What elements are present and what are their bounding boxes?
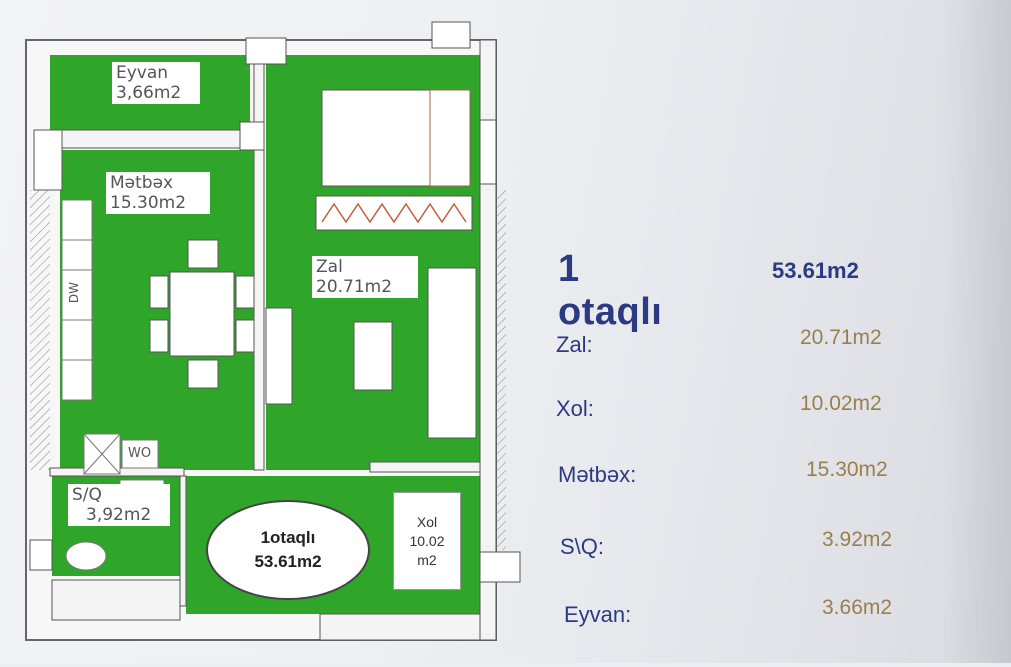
row-xol-value: 10.02m2 [800, 392, 882, 415]
chair-top [187, 239, 219, 269]
wall-right [479, 39, 497, 641]
metbex-label: Mətbəx 15.30m2 [106, 172, 210, 214]
row-eyvan-value: 3.66m2 [822, 596, 893, 619]
zal-area: 20.71m2 [316, 277, 393, 297]
sq-area: 3,92m2 [86, 505, 152, 525]
chair-right-2 [235, 319, 255, 353]
left-wall-hatch [30, 190, 50, 470]
row-metbex-value: 15.30m2 [806, 458, 888, 481]
eyvan-name: Eyvan [116, 63, 169, 83]
summary-title: 1 otaqlı [558, 248, 663, 333]
summary-total: 53.61m2 [772, 258, 859, 283]
dw-label: DW [64, 282, 81, 303]
wall-bottom-right [319, 613, 481, 641]
chair-bottom [187, 359, 219, 389]
wall-bottom-left [51, 579, 181, 621]
chair-right-1 [235, 275, 255, 309]
column-top-mid [245, 37, 287, 65]
zal-label: Zal 20.71m2 [312, 256, 418, 298]
wo-text: WO [128, 446, 152, 461]
column-mid [239, 121, 265, 151]
row-xol-label: Xol: [556, 396, 594, 421]
badge-type: 1otaqlı [260, 528, 316, 547]
badge-area: 53.61m2 [254, 552, 322, 571]
xol-label: Xol 10.02 m2 [393, 492, 461, 590]
dw-text: DW [67, 282, 81, 304]
wall-zal-left [253, 54, 265, 471]
zal-name: Zal [316, 257, 343, 277]
dining-table [169, 271, 235, 357]
eyvan-label: Eyvan 3,66m2 [112, 62, 200, 104]
column-bottom-right [479, 551, 521, 583]
metbex-name: Mətbəx [110, 173, 174, 193]
washer-box [121, 439, 159, 469]
row-metbex-label: Mətbəx: [558, 462, 637, 487]
sq-label: S/Q 3,92m2 [68, 484, 170, 526]
row-eyvan-label: Eyvan: [564, 602, 632, 627]
chair-left-1 [149, 275, 169, 309]
toilet [65, 541, 107, 571]
wall-sq-right [179, 475, 187, 607]
column-bottom-left [29, 539, 53, 571]
column-top-right [431, 21, 471, 49]
sink-icon [61, 239, 93, 271]
floor-plan: Eyvan 3,66m2 Mətbəx 15.30m2 Zal 20.71m2 … [25, 21, 521, 641]
bed-pillows [429, 89, 471, 187]
chair-left-2 [149, 319, 169, 353]
eyvan-area: 3,66m2 [116, 83, 182, 103]
radiator [315, 195, 473, 231]
window-right [479, 119, 497, 185]
xol-area: 10.02 [409, 532, 445, 549]
row-sq-value: 3.92m2 [822, 528, 893, 551]
wo-label: WO [124, 444, 155, 464]
kitchen-counter [61, 199, 93, 401]
xol-name: Xol [416, 513, 438, 530]
column-left [33, 129, 63, 191]
wall-eyvan-bottom [45, 129, 257, 149]
tv-stand [265, 307, 293, 405]
row-zal-value: 20.71m2 [800, 326, 882, 349]
stove-icon [61, 319, 93, 361]
wall-xol-top [369, 461, 483, 473]
apartment-badge: 1otaqlı 53.61m2 [206, 500, 370, 600]
radiator-zigzag [321, 202, 467, 224]
coffee-table [353, 321, 393, 391]
xol-unit: m2 [417, 551, 437, 568]
row-sq-label: S\Q: [560, 534, 605, 559]
cabinet-diagonal-2 [83, 433, 121, 475]
page-edge-shadow [941, 0, 1011, 663]
metbex-area: 15.30m2 [110, 193, 187, 213]
row-zal-label: Zal: [556, 332, 593, 357]
sofa [427, 267, 477, 439]
sq-name: S/Q [72, 485, 102, 505]
